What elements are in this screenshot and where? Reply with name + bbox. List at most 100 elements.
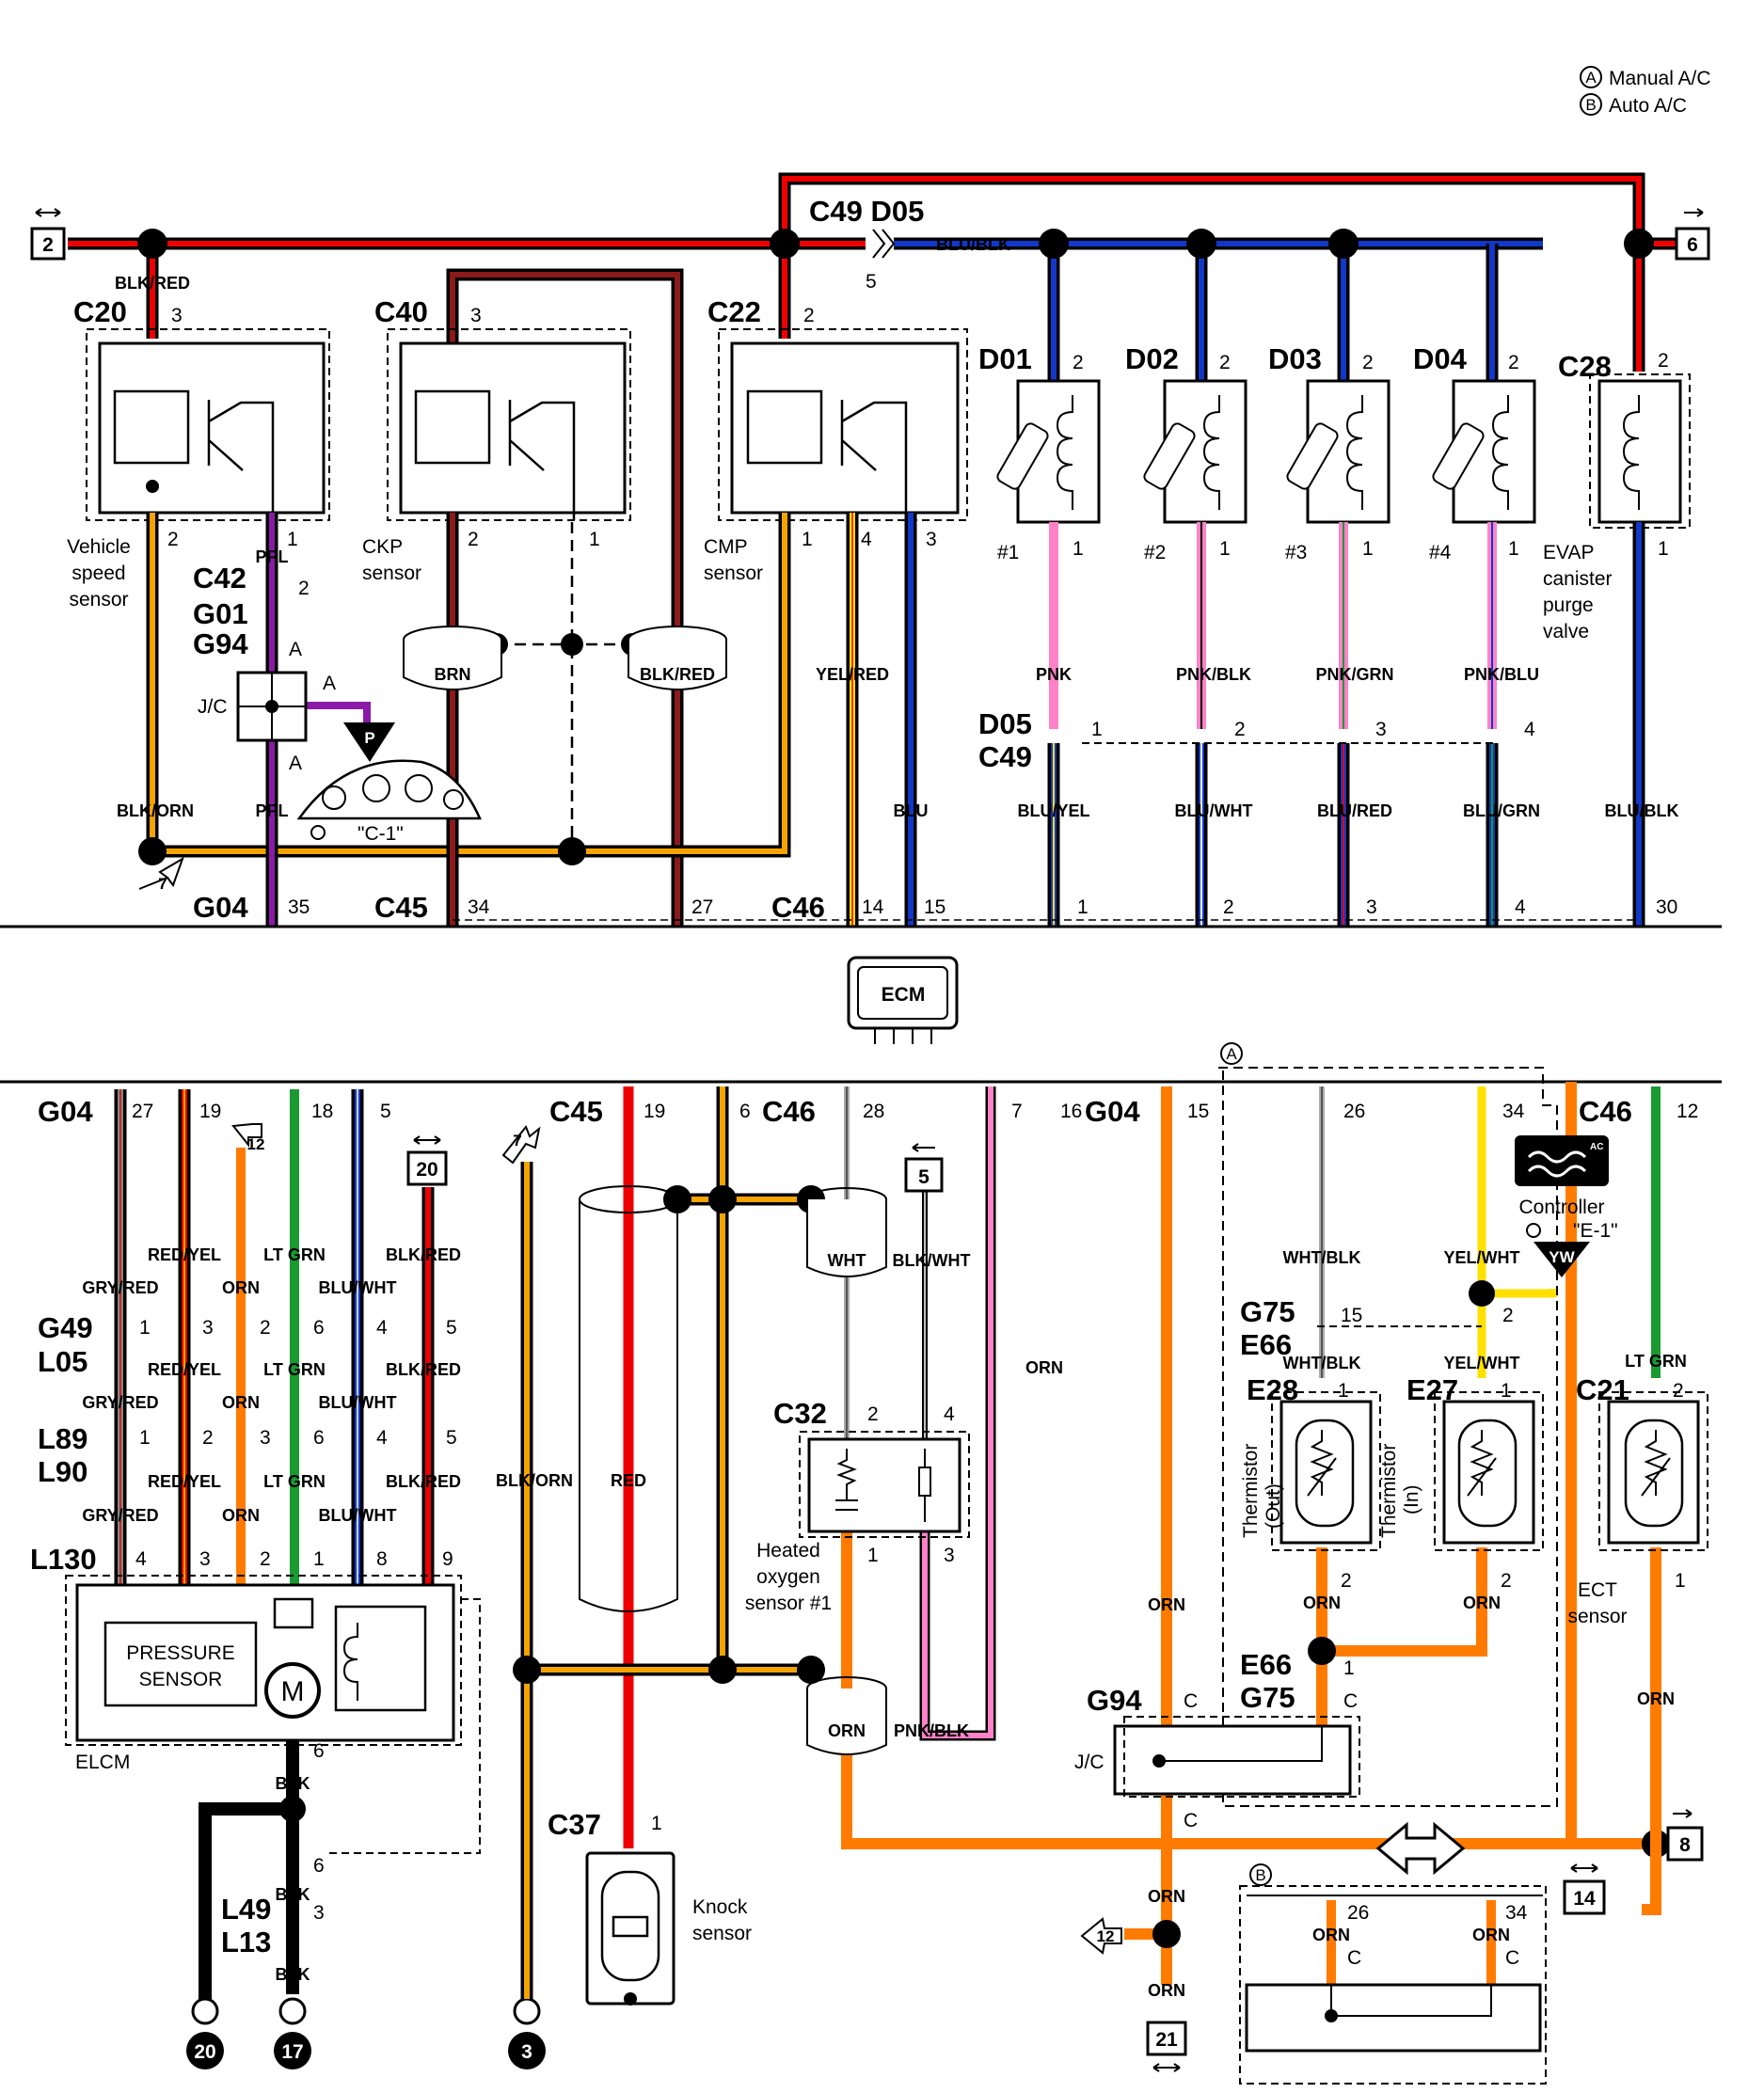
wire-orn: ORN bbox=[1148, 1595, 1185, 1614]
connector-c45: C45 bbox=[374, 891, 428, 924]
right-bottom-labels: WHT/BLK YEL/WHT WHT/BLK YEL/WHT LT GRN O… bbox=[1087, 1248, 1687, 2000]
pin-label: 1 bbox=[802, 529, 813, 550]
pin-label: 2 bbox=[1508, 352, 1519, 373]
svg-text:1: 1 bbox=[867, 1545, 879, 1566]
svg-text:BLU/WHT: BLU/WHT bbox=[319, 1278, 397, 1297]
connector-c22: C22 bbox=[707, 295, 761, 328]
page-ref-8[interactable]: 8 bbox=[1666, 1809, 1704, 1862]
svg-text:oxygen: oxygen bbox=[756, 1566, 820, 1588]
svg-text:BLU/WHT: BLU/WHT bbox=[319, 1393, 397, 1412]
wire-ltgrn: LT GRN bbox=[1625, 1352, 1687, 1371]
page-ref-6[interactable]: 6 bbox=[1675, 208, 1710, 261]
svg-text:2: 2 bbox=[867, 1403, 879, 1425]
wire-blu: BLU bbox=[894, 801, 929, 820]
svg-text:3: 3 bbox=[313, 1902, 325, 1924]
svg-text:C: C bbox=[1184, 1690, 1198, 1712]
svg-text:2: 2 bbox=[1502, 1305, 1514, 1326]
svg-text:1: 1 bbox=[313, 1548, 325, 1570]
legend-auto-ac: Auto A/C bbox=[1609, 95, 1687, 117]
svg-text:ORN: ORN bbox=[1472, 1926, 1510, 1944]
pin-label: 16 bbox=[1060, 1101, 1082, 1122]
connector-c28: C28 bbox=[1558, 350, 1612, 383]
svg-text:CMP: CMP bbox=[704, 536, 748, 558]
svg-text:YW: YW bbox=[1549, 1248, 1575, 1266]
svg-text:6: 6 bbox=[313, 1855, 325, 1877]
page-ref-5[interactable]: 5 bbox=[904, 1143, 944, 1193]
svg-text:valve: valve bbox=[1543, 621, 1589, 642]
pin-label: 26 bbox=[1343, 1101, 1365, 1122]
svg-text:SENSOR: SENSOR bbox=[139, 1669, 223, 1690]
connector-c46: C46 bbox=[1579, 1095, 1632, 1128]
connector-c42: C42 bbox=[193, 562, 246, 595]
wire-whtblk: WHT/BLK bbox=[1283, 1354, 1361, 1372]
pin-label: 3 bbox=[1375, 719, 1387, 740]
ref-arrow-7b[interactable]: 7 bbox=[501, 1125, 541, 1165]
pin-label: 7 bbox=[1011, 1101, 1023, 1122]
ground-17: 17 bbox=[274, 1997, 311, 2069]
connector-c20: C20 bbox=[73, 295, 127, 328]
pin-label: 19 bbox=[644, 1101, 665, 1122]
pin-label: 1 bbox=[1508, 538, 1519, 560]
svg-text:ORN: ORN bbox=[222, 1393, 260, 1412]
connector-g04: G04 bbox=[193, 891, 248, 924]
ecm-bottom-connectors: G04 27 19 18 5 C45 19 6 C46 28 7 16 G04 … bbox=[0, 1042, 1722, 1128]
wire-red: RED bbox=[611, 1471, 646, 1490]
ref-arrow-12b[interactable]: 12 bbox=[1080, 1917, 1122, 1955]
wire-pnkgrn: PNK/GRN bbox=[1315, 665, 1393, 684]
svg-text:sensor #1: sensor #1 bbox=[745, 1593, 832, 1614]
svg-text:1: 1 bbox=[139, 1427, 151, 1449]
svg-text:RED/YEL: RED/YEL bbox=[148, 1360, 221, 1379]
wire-ppl: PPL bbox=[255, 547, 288, 566]
legend-manual-ac: Manual A/C bbox=[1609, 68, 1711, 89]
connector-c49: C49 bbox=[978, 740, 1032, 773]
pin-label: 1 bbox=[1077, 896, 1089, 918]
connector-c49-d05: C49 D05 bbox=[809, 195, 924, 228]
page-ref-2[interactable]: 2 bbox=[30, 208, 66, 261]
wire-blured: BLU/RED bbox=[1317, 801, 1392, 820]
elcm-module: PRESSURE SENSOR M ELCM bbox=[65, 1575, 481, 1854]
svg-text:C: C bbox=[1347, 1947, 1361, 1969]
page-ref-21[interactable]: 21 bbox=[1146, 2021, 1187, 2072]
svg-text:GRY/RED: GRY/RED bbox=[82, 1393, 158, 1412]
page-ref-20[interactable]: 20 bbox=[406, 1135, 448, 1186]
ref-arrow-12[interactable]: 12 bbox=[231, 1123, 264, 1153]
pin-label: 15 bbox=[1187, 1101, 1209, 1122]
svg-text:ORN: ORN bbox=[1312, 1926, 1350, 1944]
svg-text:6: 6 bbox=[313, 1427, 325, 1449]
ac-controller: AC Controller "E-1" YW bbox=[1515, 1135, 1618, 1277]
svg-text:1: 1 bbox=[139, 1317, 151, 1339]
page-ref-14[interactable]: 14 bbox=[1563, 1863, 1606, 1915]
svg-text:RED/YEL: RED/YEL bbox=[148, 1472, 221, 1491]
svg-text:3: 3 bbox=[521, 2041, 532, 2063]
svg-text:sensor: sensor bbox=[1567, 1606, 1627, 1627]
svg-text:5: 5 bbox=[918, 1166, 930, 1188]
svg-text:20: 20 bbox=[416, 1159, 437, 1181]
connector-g49: G49 bbox=[38, 1311, 93, 1344]
svg-text:B: B bbox=[1255, 1866, 1265, 1884]
pin-label: 2 bbox=[1362, 352, 1374, 373]
pin-label: 2 bbox=[1234, 719, 1246, 740]
wire-bluwht: BLU/WHT bbox=[1175, 801, 1253, 820]
connector-c40: C40 bbox=[374, 295, 428, 328]
cmp-sensor: C22 2 1 4 3 CMP sensor bbox=[704, 295, 968, 584]
connector-e66: E66 bbox=[1240, 1328, 1292, 1361]
connector-l130: L130 bbox=[30, 1543, 97, 1576]
injector-d02: D02 2 1 #2 bbox=[1125, 342, 1248, 563]
pin-label: 2 bbox=[803, 305, 815, 326]
injector-d04: D04 2 1 #4 bbox=[1413, 342, 1536, 563]
connector-g01: G01 bbox=[193, 597, 248, 630]
svg-text:9: 9 bbox=[442, 1548, 453, 1570]
knock-sensor: Knock sensor bbox=[585, 1851, 752, 2006]
svg-text:BLK: BLK bbox=[276, 1965, 310, 1984]
connector-g04: G04 bbox=[1085, 1095, 1140, 1128]
svg-text:3: 3 bbox=[199, 1548, 211, 1570]
pin-label: 2 bbox=[167, 529, 179, 550]
ref-arrow-7[interactable]: 7 bbox=[138, 856, 184, 893]
svg-text:ECT: ECT bbox=[1578, 1579, 1617, 1601]
junction-connector-g94: J/C bbox=[1074, 1716, 1360, 1798]
svg-text:5: 5 bbox=[446, 1317, 457, 1339]
ground-20: 20 bbox=[186, 1997, 224, 2069]
pin-label: 2 bbox=[1073, 352, 1084, 373]
svg-text:Thermistor: Thermistor bbox=[1240, 1444, 1262, 1538]
svg-text:LT GRN: LT GRN bbox=[263, 1245, 326, 1264]
